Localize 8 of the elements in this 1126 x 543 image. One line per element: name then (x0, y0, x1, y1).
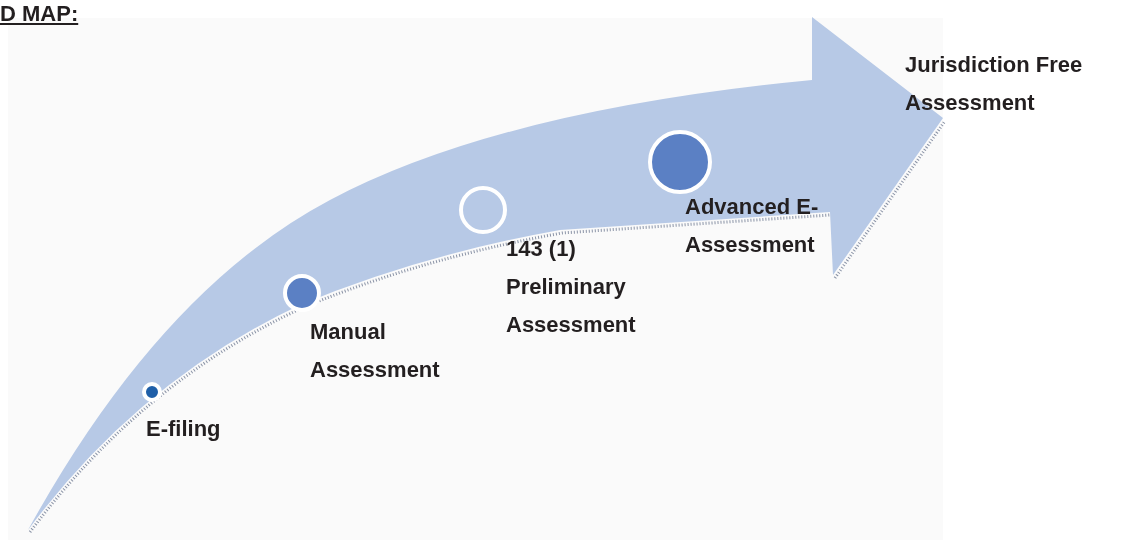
milestone-label: Advanced E-Assessment (685, 193, 820, 259)
milestone-label: 143 (1) Preliminary Assessment (506, 235, 637, 339)
milestone-label: E-filing (146, 415, 222, 443)
milestone-label: Manual Assessment (310, 318, 441, 384)
goal-label: Jurisdiction Free Assessment (905, 51, 1084, 117)
milestone-circle (648, 130, 712, 194)
heading: D MAP: (0, 0, 79, 28)
milestone-circle (142, 382, 162, 402)
